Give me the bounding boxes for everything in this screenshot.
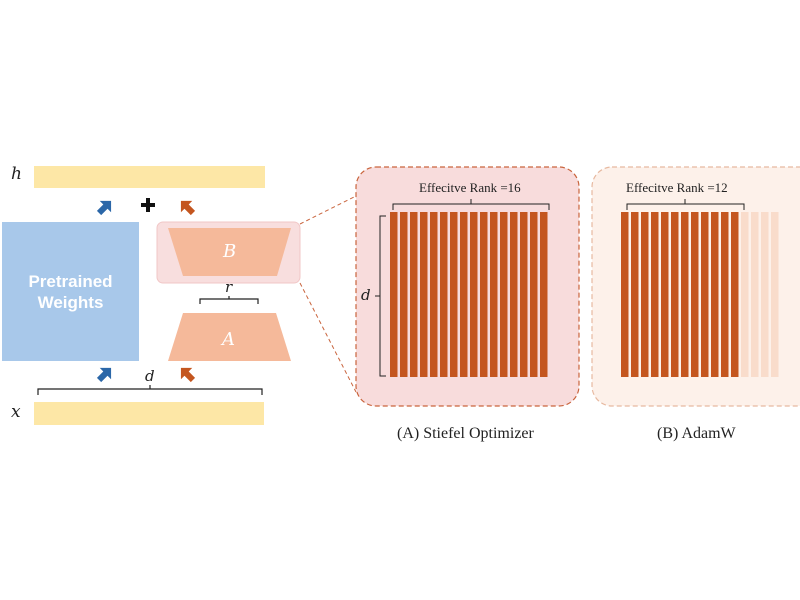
panel-a-rank-label: Effecitve Rank =16 [419,180,521,195]
panel-b-column-active [731,212,739,377]
panel-a-column-active [400,212,408,377]
matrix-b-trapezoid [168,228,291,276]
zoom-connector-top [299,195,357,225]
panel-b-column-faded [751,212,759,377]
panel-b-caption: (B) AdamW [657,425,736,442]
rank-r-label: r [225,278,233,296]
panel-b-rank-label: Effecitve Rank =12 [626,180,728,195]
matrix-b-label: B [223,241,237,262]
panel-b-column-active [721,212,729,377]
panel-b-column-active [691,212,699,377]
panel-b-columns [621,212,779,377]
rank-r-bracket [199,296,259,304]
panel-a-column-active [500,212,508,377]
panel-b-column-active [641,212,649,377]
panel-a-column-active [420,212,428,377]
matrix-a-trapezoid [168,313,291,361]
panel-a-column-active [540,212,548,377]
panel-b-column-faded [771,212,779,377]
panel-a-column-active [490,212,498,377]
pretrained-label-line1: Pretrained [28,271,113,291]
panel-a-column-active [510,212,518,377]
panel-a-column-active [440,212,448,377]
pretrained-weights-block: Pretrained Weights [2,222,139,361]
panel-a-column-active [520,212,528,377]
panel-a-column-active [430,212,438,377]
arrow-icon-top-orange [180,200,196,216]
panel-a-column-active [450,212,458,377]
panel-b-column-active [711,212,719,377]
plus-icon [141,198,155,212]
panel-b-column-active [701,212,709,377]
panel-a-columns [390,212,548,377]
panel-a-column-active [410,212,418,377]
panel-b-column-active [631,212,639,377]
panel-a-d-bracket [375,215,386,377]
panel-a-d-label: d [361,286,371,304]
panel-b-column-active [661,212,669,377]
h-label: h [11,164,22,184]
panel-b-column-active [621,212,629,377]
panel-b-column-active [651,212,659,377]
arrow-icon-bottom-blue [96,367,112,383]
arrow-icon-bottom-orange [180,367,196,383]
panel-a-rank-bracket [392,199,550,210]
matrix-a-label: A [222,329,235,350]
panel-a-column-active [460,212,468,377]
panel-b-column-active [681,212,689,377]
pretrained-label-line2: Weights [37,292,104,312]
dim-d-bracket [37,385,263,395]
arrow-icon-top-blue [96,200,112,216]
panel-a-column-active [480,212,488,377]
panel-a-column-active [390,212,398,377]
output-bar-h [34,166,265,188]
zoom-connector-bottom [299,282,357,393]
x-label: x [11,402,21,422]
panel-a-column-active [470,212,478,377]
input-bar-x [34,402,264,425]
panel-b-column-faded [761,212,769,377]
panel-a-column-active [530,212,538,377]
dim-d-label: d [145,367,155,385]
panel-b-column-active [671,212,679,377]
panel-a-caption: (A) Stiefel Optimizer [397,425,534,442]
panel-b-rank-bracket [626,199,745,210]
panel-b-column-faded [741,212,749,377]
